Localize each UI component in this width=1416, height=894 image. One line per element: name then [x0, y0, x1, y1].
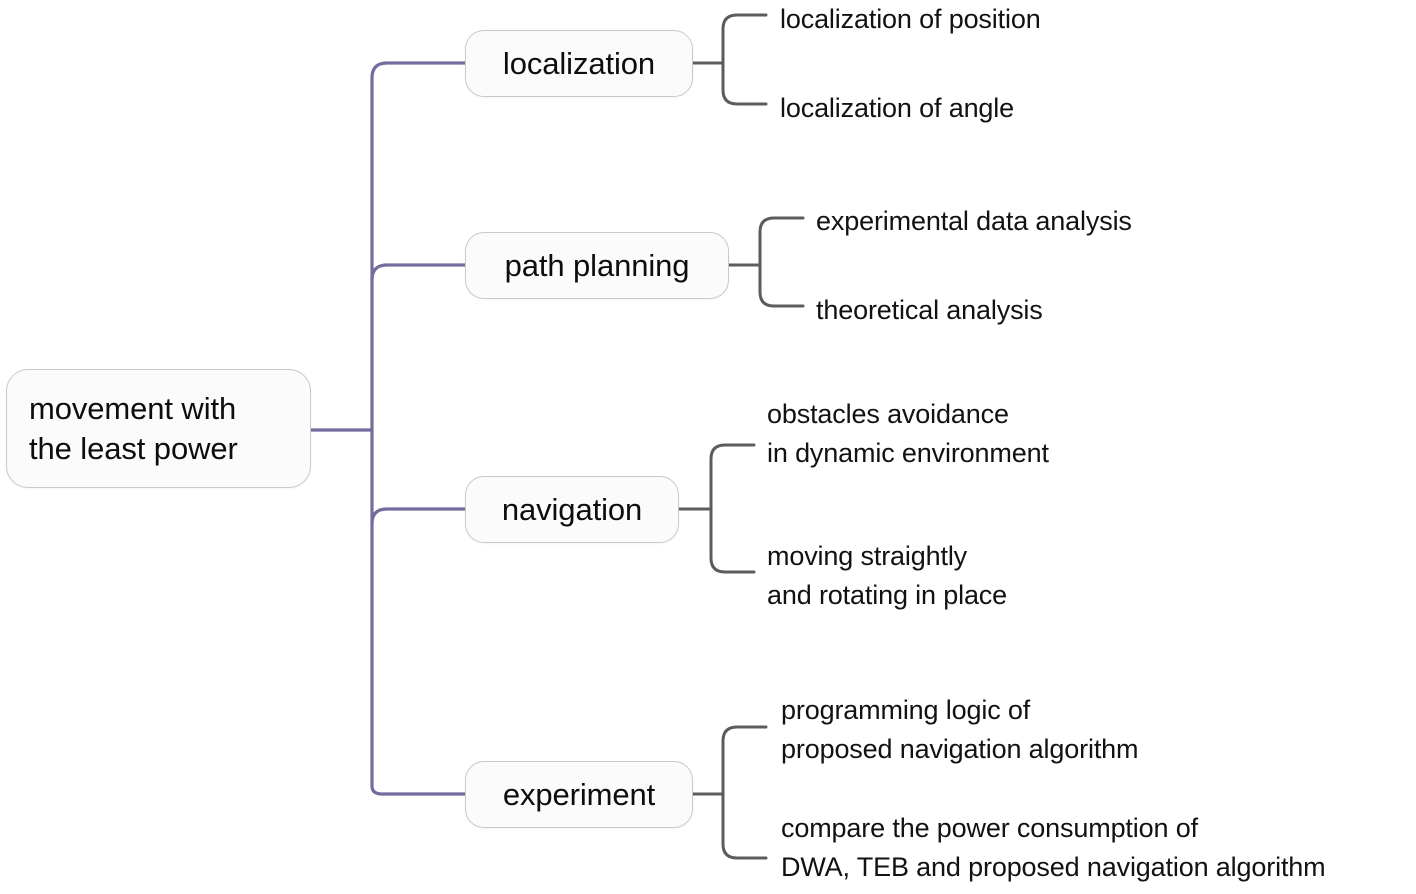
branch-node-localization[interactable]: localization	[465, 30, 693, 97]
root-node[interactable]: movement with the least power	[6, 369, 311, 488]
connector-navigation-child-2	[709, 507, 756, 574]
connector-navigation-child-1	[709, 443, 756, 511]
branch-node-path-planning-label: path planning	[504, 247, 690, 283]
branch-node-localization-label: localization	[502, 45, 656, 81]
connector-trunk-to-localization	[370, 61, 467, 80]
connector-trunk-to-navigation	[370, 507, 467, 526]
leaf-programming-logic-proposed-navigation-algorithm[interactable]: programming logic of proposed navigation…	[781, 695, 1139, 764]
leaf-theoretical-analysis[interactable]: theoretical analysis	[816, 295, 1043, 325]
connector-localization-child-1	[721, 13, 768, 65]
connector-path-planning-child-1	[758, 216, 805, 267]
branch-node-path-planning[interactable]: path planning	[465, 232, 729, 299]
branch-node-experiment[interactable]: experiment	[465, 761, 693, 828]
branch-node-navigation[interactable]: navigation	[465, 476, 679, 543]
leaf-moving-straightly-rotating-in-place[interactable]: moving straightly and rotating in place	[767, 541, 1008, 610]
leaf-compare-power-consumption-dwa-teb[interactable]: compare the power consumption of DWA, TE…	[781, 813, 1326, 882]
connector-localization-child-2	[721, 61, 768, 106]
branch-node-experiment-label: experiment	[502, 776, 656, 812]
connector-trunk-to-path-planning	[370, 263, 467, 282]
branch-node-navigation-label: navigation	[501, 491, 643, 527]
leaf-obstacles-avoidance-dynamic-environment[interactable]: obstacles avoidance in dynamic environme…	[767, 399, 1049, 468]
connector-experiment-child-2	[721, 792, 768, 860]
connector-path-planning-child-2	[758, 263, 805, 308]
leaf-experimental-data-analysis[interactable]: experimental data analysis	[816, 206, 1132, 236]
connector-trunk-to-experiment	[370, 784, 467, 796]
leaf-localization-of-position[interactable]: localization of position	[780, 4, 1041, 34]
root-node-label: movement with the least power	[29, 390, 238, 466]
leaf-localization-of-angle[interactable]: localization of angle	[780, 93, 1015, 123]
connector-experiment-child-1	[721, 725, 768, 796]
